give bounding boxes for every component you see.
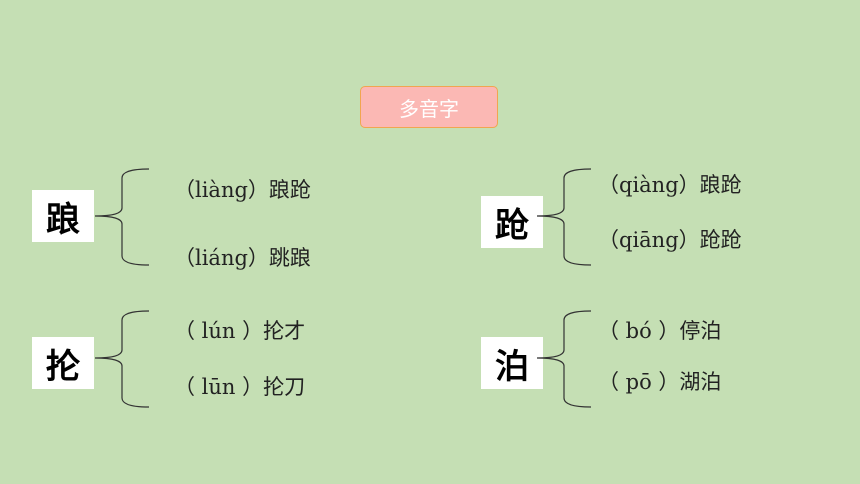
character-box-lun: 抡 — [32, 337, 94, 389]
reading-line: （qiàng）踉跄 — [598, 173, 742, 197]
brace-right-bottom — [536, 310, 592, 408]
page-title: 多音字 — [360, 86, 498, 128]
character-box-liang: 踉 — [32, 190, 94, 242]
reading-line: （qiāng）跄跄 — [598, 228, 742, 252]
reading-line: （liàng）踉跄 — [174, 178, 311, 202]
character-box-qiang: 跄 — [481, 196, 543, 248]
reading-line: （ pō ）湖泊 — [598, 370, 722, 394]
reading-line: （ lún ）抡才 — [174, 319, 306, 343]
reading-line: （ bó ）停泊 — [598, 319, 722, 343]
reading-line: （liáng）跳踉 — [174, 246, 311, 270]
character-box-bo: 泊 — [481, 337, 543, 389]
reading-line: （ lūn ）抡刀 — [174, 375, 306, 399]
brace-right-top — [536, 168, 592, 266]
brace-left-bottom — [94, 310, 150, 408]
brace-left-top — [94, 168, 150, 266]
